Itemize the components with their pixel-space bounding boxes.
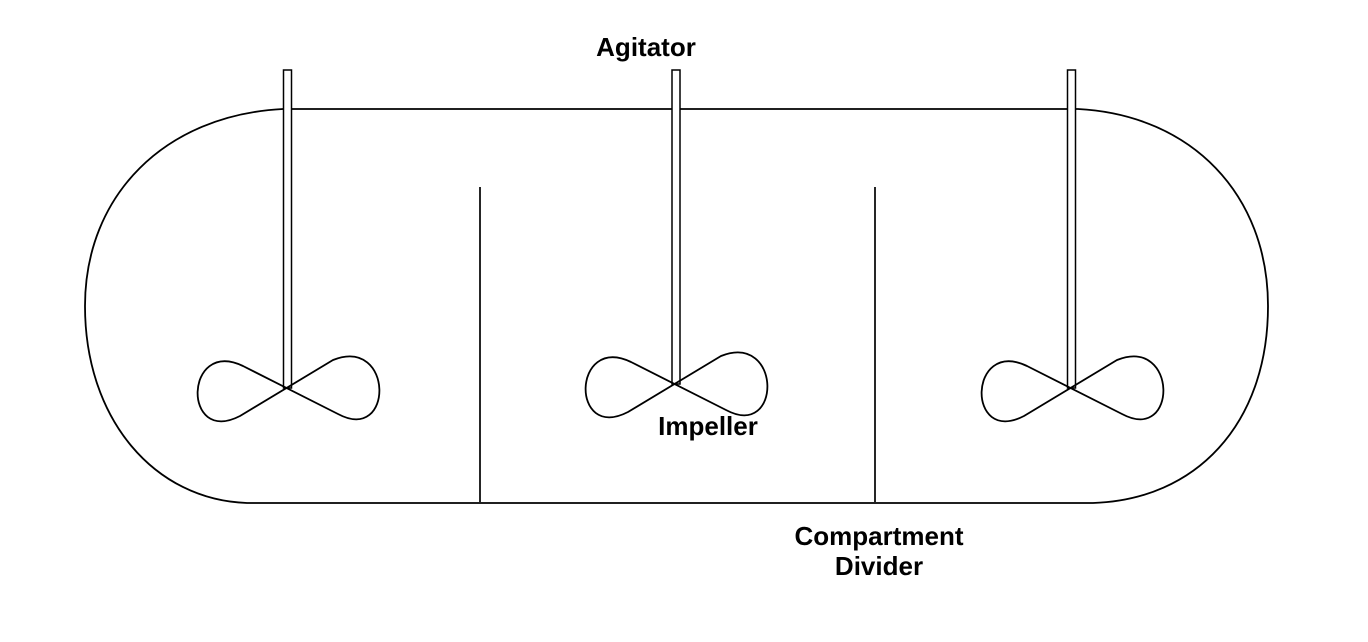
agitator-shaft-1 (282, 69, 293, 389)
tank-outline (84, 108, 1269, 504)
agitator-shaft-3 (1066, 69, 1077, 389)
agitator-label: Agitator (596, 32, 696, 62)
impeller-label: Impeller (658, 411, 758, 441)
compartment-divider-label-line2: Divider (835, 551, 923, 581)
agitator-shaft-2 (671, 69, 681, 385)
impeller-1 (196, 355, 381, 423)
impeller-2 (584, 351, 769, 419)
impeller-3 (980, 355, 1165, 423)
compartment-divider-label-line1: Compartment (794, 521, 963, 551)
